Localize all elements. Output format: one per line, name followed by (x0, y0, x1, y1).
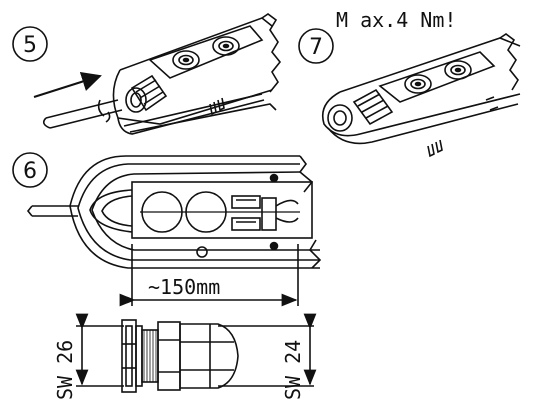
sw24-label: SW 24 (281, 340, 305, 400)
button-icon (172, 50, 200, 70)
housing-step6 (69, 155, 320, 269)
button-icon (212, 36, 240, 56)
torque-note: M ax.4 Nm! (336, 8, 456, 32)
button-icon (444, 60, 472, 80)
cable-gland-step7 (352, 88, 394, 126)
step-5-illustration (12, 13, 282, 135)
sw26-label: SW 26 (53, 340, 77, 400)
hex-nut-icon (121, 319, 137, 393)
step-6-number: 6 (23, 159, 37, 184)
cable-gland-detail (75, 313, 317, 393)
step-5-badge (12, 26, 48, 62)
screw-icon (269, 241, 279, 251)
step-6-badge (12, 152, 48, 188)
step-7-badge (298, 28, 334, 64)
screw-icon (269, 173, 279, 183)
cap-nut-icon (179, 323, 239, 389)
length-dimension-label: ~150mm (148, 275, 220, 299)
step-6-illustration (12, 152, 322, 307)
step-7-illustration (298, 28, 521, 158)
step-7-number: 7 (309, 35, 323, 60)
cable-step5 (45, 99, 123, 129)
button-icon (404, 74, 432, 94)
insert-arrow-icon (33, 71, 102, 98)
step-5-number: 5 (23, 33, 37, 58)
